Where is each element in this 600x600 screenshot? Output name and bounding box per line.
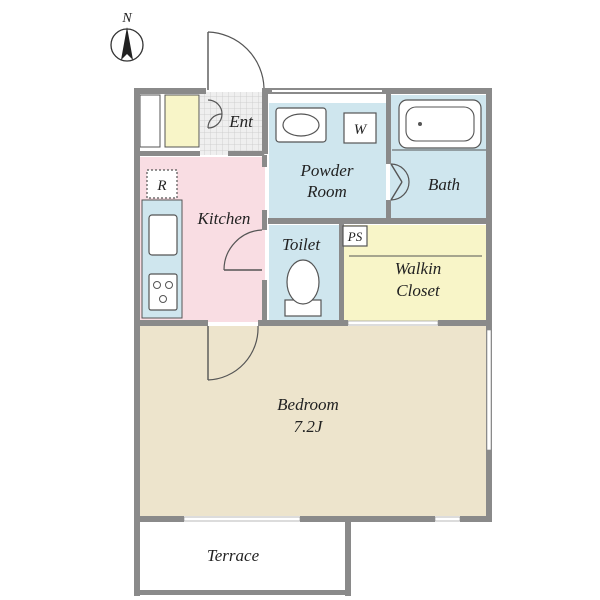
entrance-floor	[200, 92, 265, 155]
doors	[207, 31, 410, 381]
burner-2-icon	[165, 281, 173, 289]
washer-box	[343, 112, 377, 144]
walkin-closet-label-line2: Closet	[396, 281, 441, 300]
stove-icon	[148, 273, 178, 311]
bedroom-floor	[140, 326, 486, 516]
basin-bowl-icon	[282, 113, 320, 137]
toilet-label: Toilet	[282, 235, 321, 254]
bedroom-label-line1: Bedroom	[277, 395, 339, 414]
bath-label: Bath	[428, 175, 460, 194]
bathtub-inner-icon	[405, 106, 475, 142]
fixtures: W R PS	[146, 99, 486, 317]
kitchen-label: Kitchen	[197, 209, 251, 228]
refrigerator-box	[146, 169, 178, 199]
toilet-bowl-icon	[286, 259, 320, 305]
powder-room-label-line1: Powder	[300, 161, 354, 180]
terrace-label: Terrace	[207, 546, 260, 565]
pipe-space-label: PS	[347, 229, 363, 244]
sink-icon	[148, 214, 178, 256]
terrace-floor	[140, 520, 345, 590]
burner-1-icon	[153, 281, 161, 289]
compass: N	[110, 11, 144, 62]
compass-label: N	[121, 11, 132, 26]
entrance-storage	[139, 94, 161, 148]
room-labels: Ent Powder Room Bath Kitchen Toilet Walk…	[197, 112, 461, 565]
bath-drain-icon	[418, 122, 422, 126]
bathtub	[398, 99, 482, 149]
walkin-closet-label-line1: Walkin	[395, 259, 442, 278]
powder-room-label-line2: Room	[306, 182, 347, 201]
entrance-label: Ent	[228, 112, 254, 131]
compass-needle-icon	[121, 27, 133, 60]
walkin-closet-floor	[344, 225, 486, 322]
pipe-space-box	[342, 225, 368, 247]
burner-3-icon	[159, 295, 167, 303]
bedroom-label-line2: 7.2J	[294, 417, 324, 436]
refrigerator-label: R	[156, 178, 166, 194]
walls	[134, 88, 492, 596]
shoe-cabinet	[164, 94, 200, 148]
washer-label: W	[354, 122, 368, 138]
